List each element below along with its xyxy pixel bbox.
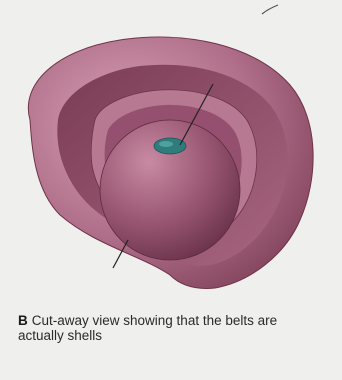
caption-letter: B <box>18 313 28 328</box>
caption-text: Cut-away view showing that the belts are… <box>18 313 277 343</box>
pencil-mark <box>262 5 278 14</box>
radiation-belts-cutaway-diagram <box>0 0 342 300</box>
